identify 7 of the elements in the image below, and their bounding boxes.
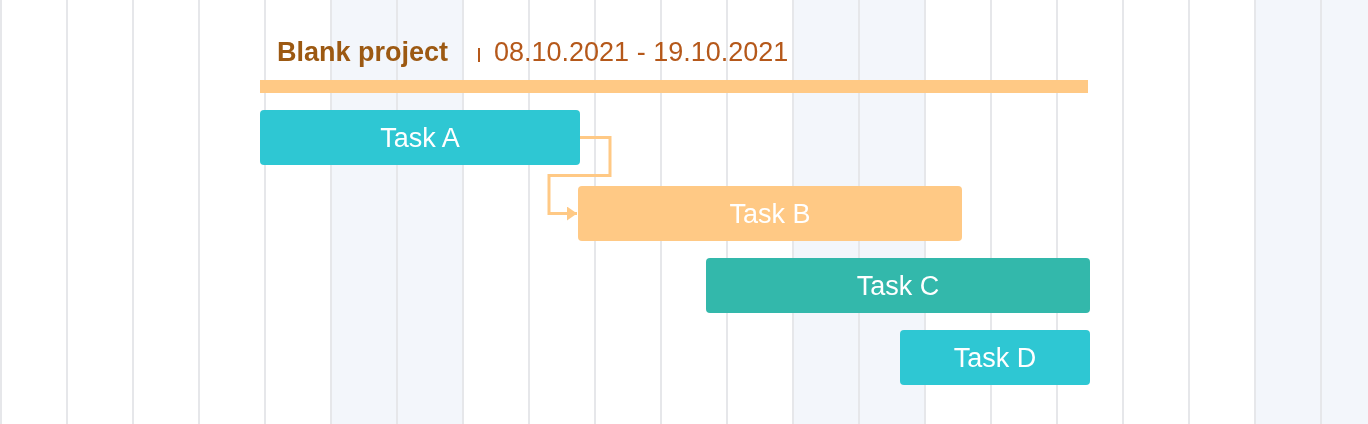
task-bar: Task A bbox=[260, 110, 580, 165]
project-name: Blank project bbox=[277, 36, 449, 68]
task-bar: Task D bbox=[900, 330, 1090, 385]
project-dates: 08.10.2021 - 19.10.2021 bbox=[494, 36, 789, 68]
task-bar: Task B bbox=[578, 186, 962, 241]
task-bar: Task C bbox=[706, 258, 1090, 313]
dependency-arrow bbox=[547, 136, 612, 221]
